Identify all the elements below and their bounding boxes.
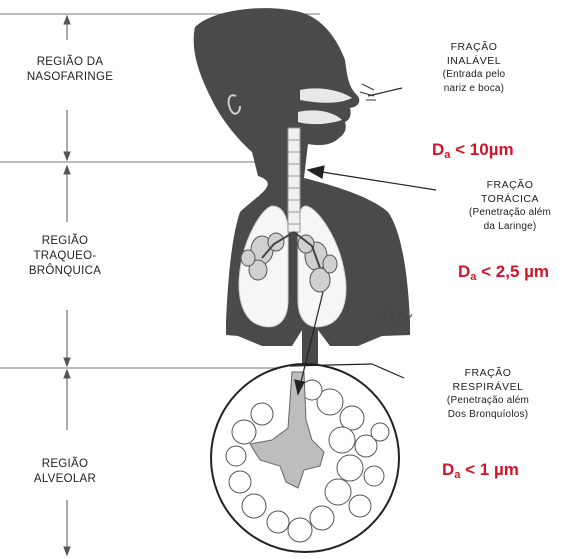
thoracic-size-threshold: Da < 2,5 µm [458,262,549,283]
nasopharynx-region-label: REGIÃO DA NASOFARINGE [10,55,130,85]
respirable-fraction-label: FRAÇÃO RESPIRÁVEL (Penetração além Dos B… [414,366,562,422]
tracheobronchial-region-label: REGIÃO TRAQUEO- BRÔNQUICA [10,234,120,279]
trachea [288,128,300,232]
inhalation-marks [360,84,376,100]
alveolar-region-label: REGIÃO ALVEOLAR [10,457,120,487]
thoracic-fraction-label: FRAÇÃO TORÁCICA (Penetração além da Lari… [442,178,578,234]
inhalable-fraction-label: FRAÇÃO INALÁVEL (Entrada pelo nariz e bo… [404,40,544,96]
inhalable-size-threshold: Da < 10µm [432,140,514,161]
respirable-size-threshold: Da < 1 µm [442,460,519,481]
